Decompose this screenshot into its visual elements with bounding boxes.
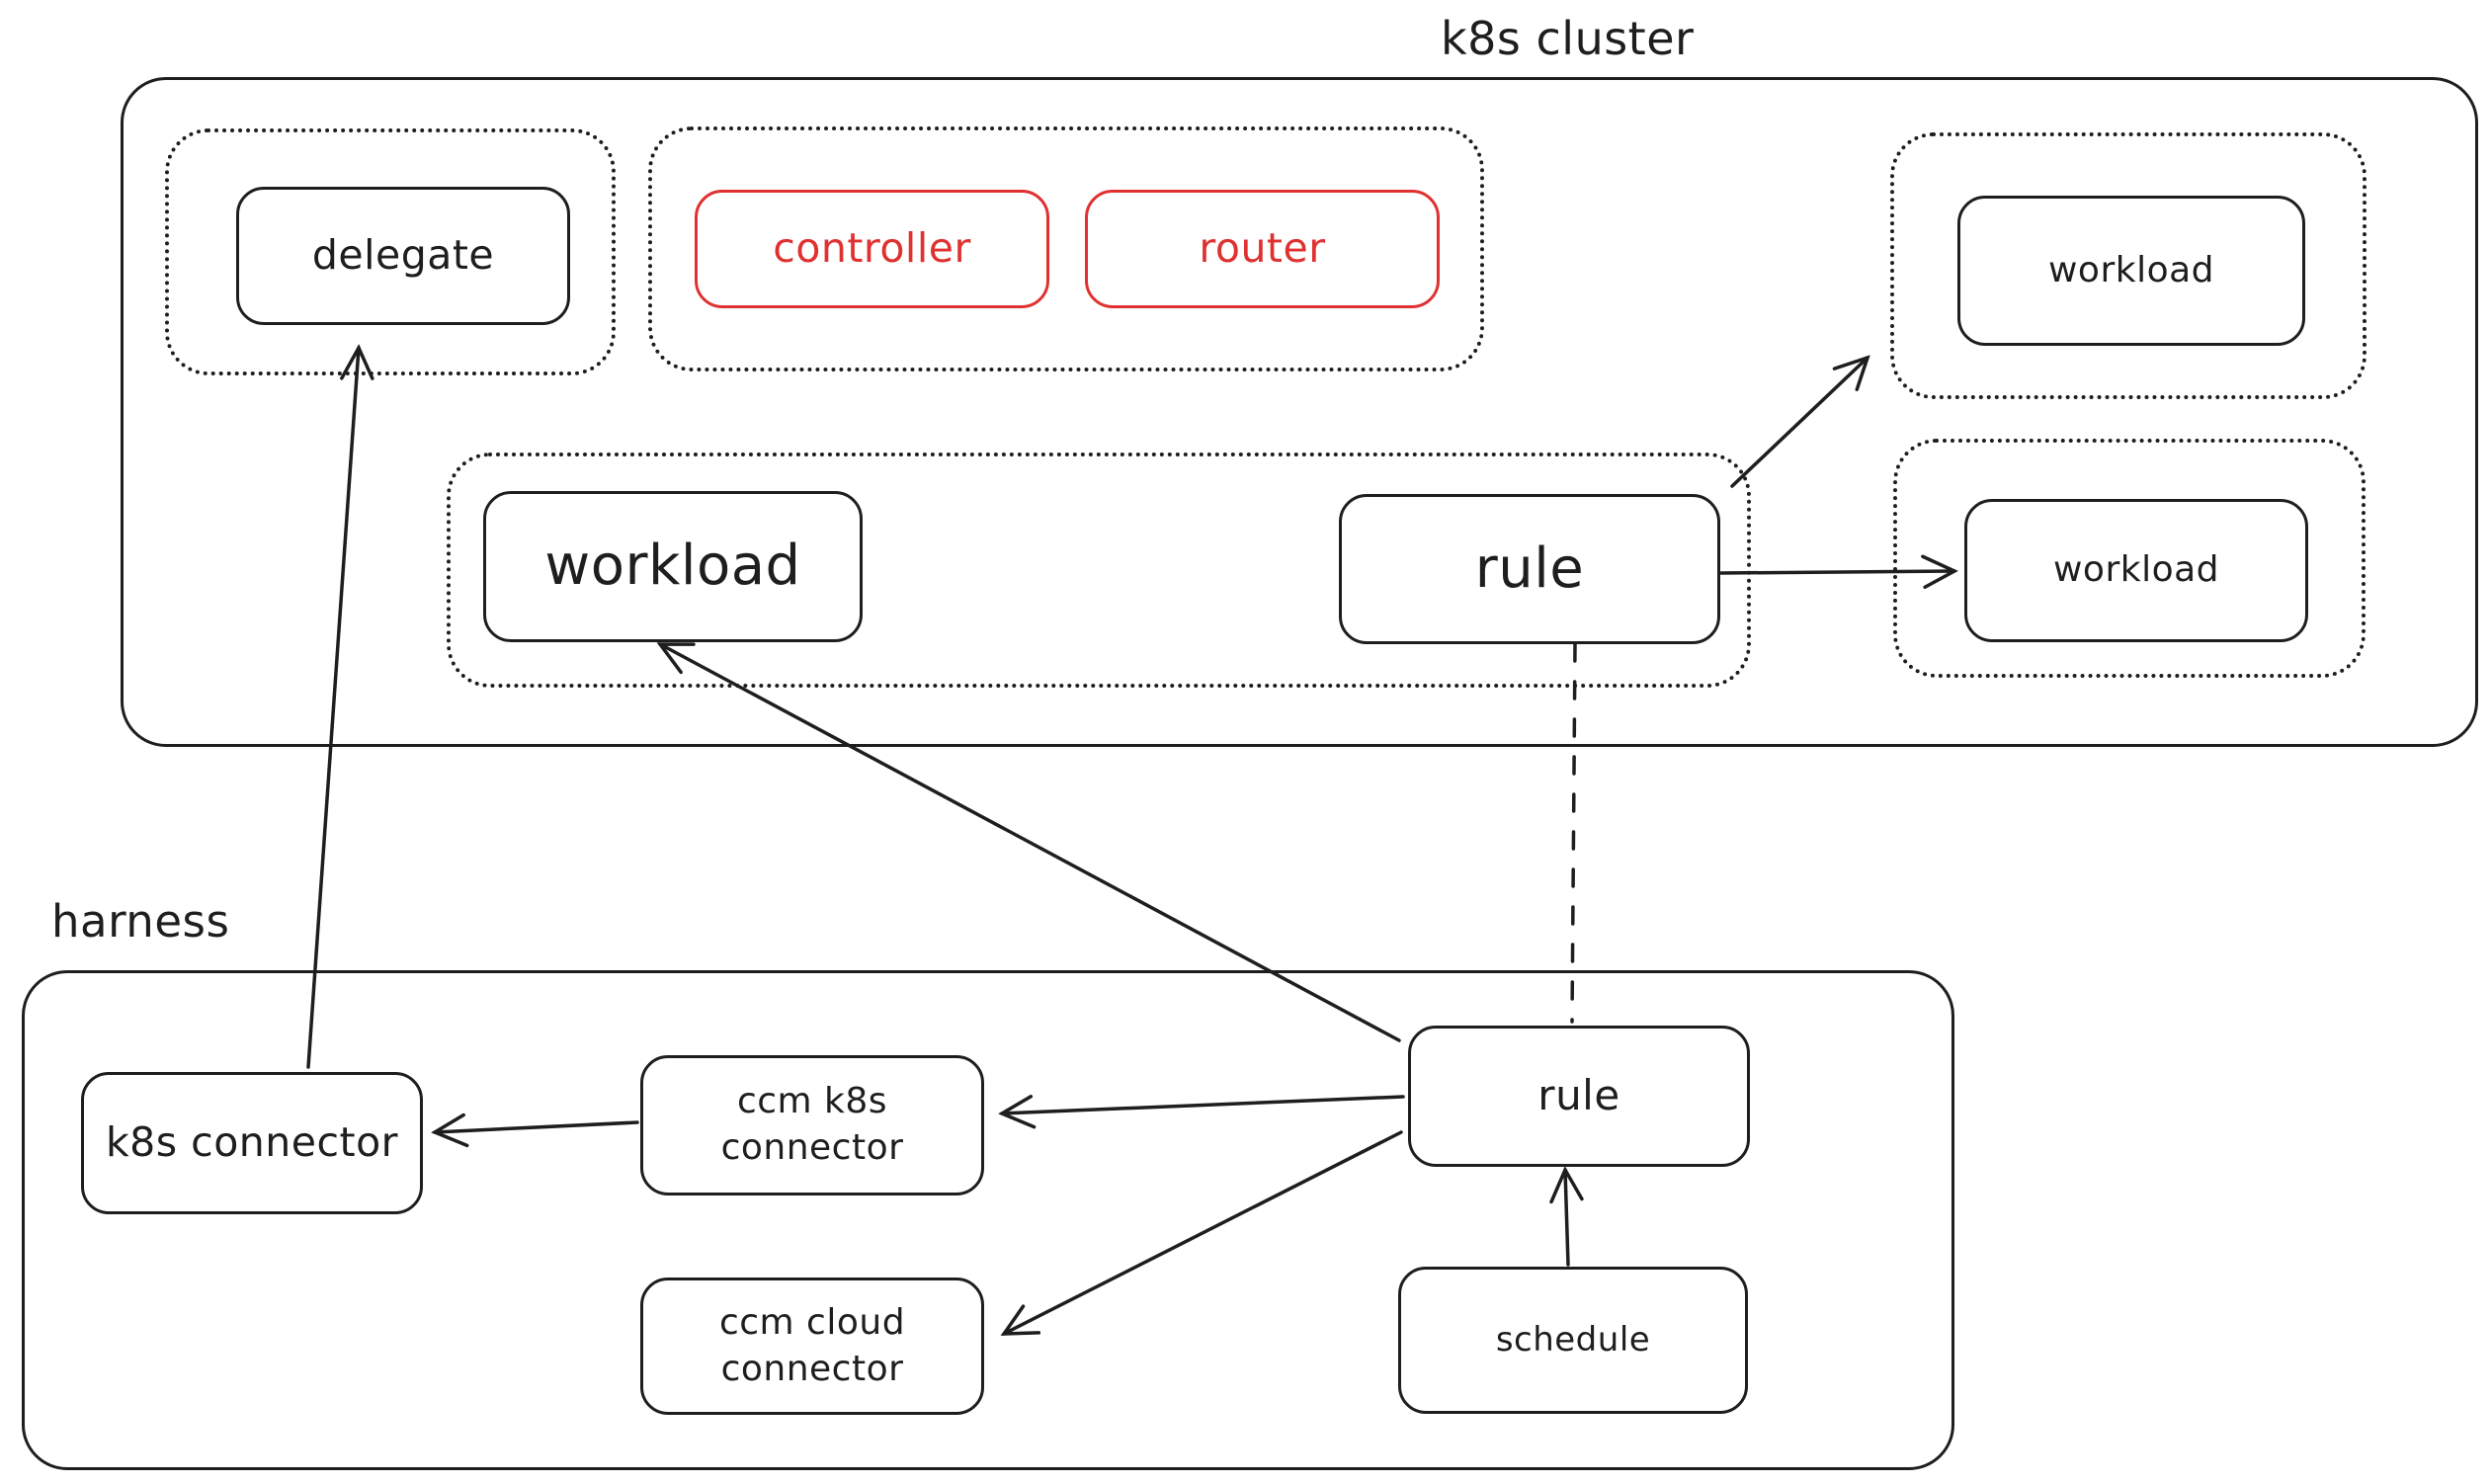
schedule-label: schedule: [1495, 1320, 1651, 1360]
ccm-cloud-connector-node[interactable]: ccm cloud connector: [640, 1278, 984, 1415]
delegate-label: delegate: [311, 231, 495, 280]
rule-harness-label: rule: [1537, 1071, 1620, 1120]
workload-right-node[interactable]: workload: [1964, 499, 2308, 642]
ccm-k8s-connector-node[interactable]: ccm k8s connector: [640, 1055, 984, 1195]
schedule-node[interactable]: schedule: [1398, 1267, 1748, 1414]
router-label: router: [1199, 224, 1326, 273]
control-group[interactable]: [648, 126, 1484, 371]
k8s-connector-node[interactable]: k8s connector: [81, 1072, 423, 1214]
workload-main-node[interactable]: workload: [483, 491, 863, 642]
k8s-connector-label: k8s connector: [105, 1118, 399, 1167]
harness-title: harness: [51, 895, 230, 948]
workload-group-top-right[interactable]: [1890, 132, 2366, 399]
rule-cluster-node[interactable]: rule: [1339, 494, 1720, 644]
workload-right-label: workload: [2052, 549, 2220, 591]
controller-label: controller: [773, 224, 971, 273]
ccm-k8s-connector-line1: ccm k8s: [736, 1081, 888, 1122]
delegate-group[interactable]: [165, 128, 616, 375]
router-node[interactable]: router: [1085, 190, 1440, 308]
delegate-node[interactable]: delegate: [236, 187, 570, 325]
ccm-cloud-connector-line2: connector: [720, 1348, 904, 1389]
workload-group-right[interactable]: [1893, 439, 2366, 678]
ccm-k8s-connector-line2: connector: [720, 1127, 904, 1168]
workload-top-right-label: workload: [2047, 249, 2215, 290]
rule-harness-node[interactable]: rule: [1408, 1026, 1750, 1167]
workload-main-label: workload: [544, 534, 801, 599]
k8s-cluster-title: k8s cluster: [1441, 12, 1695, 65]
rule-cluster-label: rule: [1474, 536, 1585, 601]
controller-node[interactable]: controller: [695, 190, 1049, 308]
ccm-cloud-connector-line1: ccm cloud: [718, 1301, 906, 1343]
workload-top-right-node[interactable]: workload: [1957, 196, 2305, 346]
